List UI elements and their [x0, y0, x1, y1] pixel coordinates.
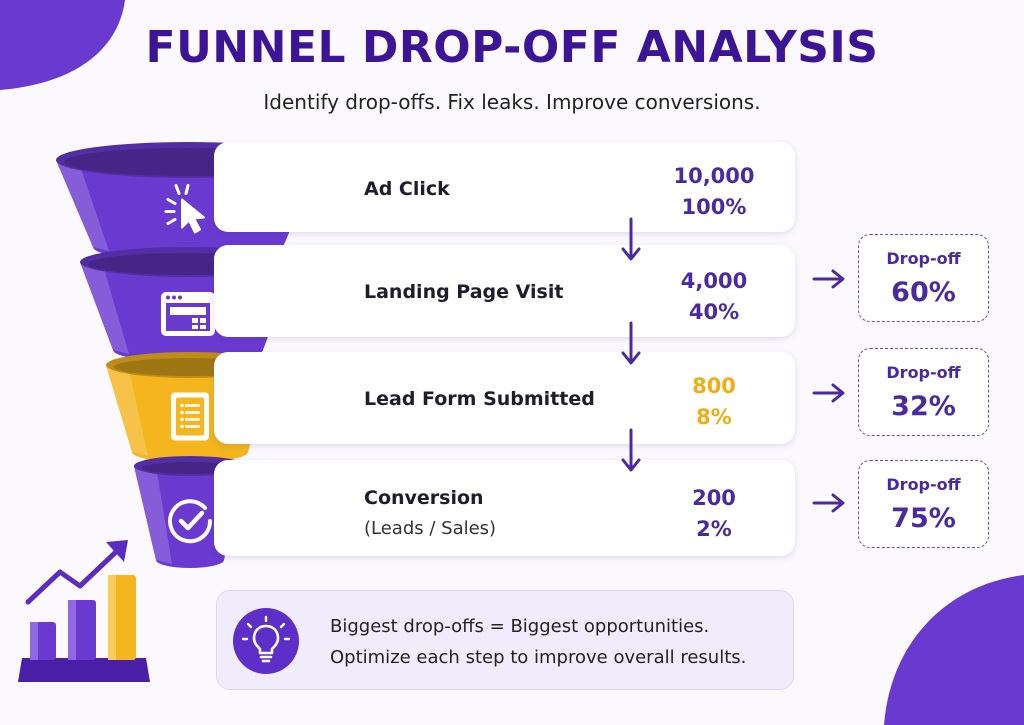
dropoff-box: Drop-off 75%: [858, 460, 989, 548]
stage-label: Conversion: [364, 487, 484, 509]
right-arrow-icon: [812, 493, 845, 513]
funnel-segment-highlight: [106, 365, 148, 456]
dropoff-value: 75%: [891, 503, 956, 534]
note-line-2: Optimize each step to improve overall re…: [330, 647, 747, 668]
stage-value: 10,000: [673, 164, 755, 188]
right-arrow-icon: [812, 269, 845, 289]
stage-card-ad-click: Ad Click 10,000 100%: [214, 142, 795, 232]
note-line-1: Biggest drop-offs = Biggest opportunitie…: [330, 616, 710, 637]
dropoff-box: Drop-off 60%: [858, 234, 989, 322]
dropoff-box: Drop-off 32%: [858, 348, 989, 436]
stage-label: Lead Form Submitted: [364, 388, 595, 410]
funnel-segment-highlight: [134, 466, 172, 564]
stage-label: Ad Click: [364, 178, 450, 200]
stage-label: Landing Page Visit: [364, 281, 564, 303]
stage-card-conversion: Conversion (Leads / Sales) 200 2%: [214, 460, 795, 556]
page-title: FUNNEL DROP-OFF ANALYSIS: [145, 22, 879, 73]
dropoff-label: Drop-off: [886, 249, 961, 268]
lightbulb-icon: [233, 608, 299, 674]
stage-value: 200: [692, 486, 736, 510]
corner-decoration-bottom-right: [884, 575, 1024, 725]
stage-percent: 8%: [696, 405, 732, 429]
dropoff-label: Drop-off: [886, 475, 961, 494]
cursor-click-icon: [164, 184, 205, 234]
page-subtitle: Identify drop-offs. Fix leaks. Improve c…: [263, 90, 761, 114]
right-arrow-icon: [812, 383, 845, 403]
stage-percent: 2%: [696, 517, 732, 541]
down-arrow-icon: [621, 217, 641, 261]
dropoff-label: Drop-off: [886, 363, 961, 382]
corner-decoration-top-left: [0, 0, 125, 90]
stage-card-landing-page-visit: Landing Page Visit 4,000 40%: [214, 245, 795, 337]
stage-value: 4,000: [680, 269, 748, 293]
dropoff-value: 32%: [891, 391, 956, 422]
stage-sublabel: (Leads / Sales): [364, 518, 497, 539]
stage-card-lead-form-submitted: Lead Form Submitted 800 8%: [214, 352, 795, 444]
funnel-segment: [80, 247, 296, 362]
stage-percent: 40%: [688, 300, 740, 324]
dropoff-value: 60%: [891, 277, 956, 308]
check-circle-icon: [168, 499, 213, 544]
stage-percent: 100%: [681, 195, 747, 219]
browser-window-icon: [161, 292, 215, 336]
funnel-segment-highlight: [80, 262, 129, 354]
down-arrow-icon: [621, 428, 641, 472]
down-arrow-icon: [621, 321, 641, 365]
growth-chart-icon: [18, 540, 150, 682]
stage-value: 800: [692, 374, 736, 398]
document-form-icon: [171, 392, 209, 441]
insight-note: Biggest drop-offs = Biggest opportunitie…: [216, 590, 794, 690]
funnel-segment-highlight: [56, 160, 109, 251]
